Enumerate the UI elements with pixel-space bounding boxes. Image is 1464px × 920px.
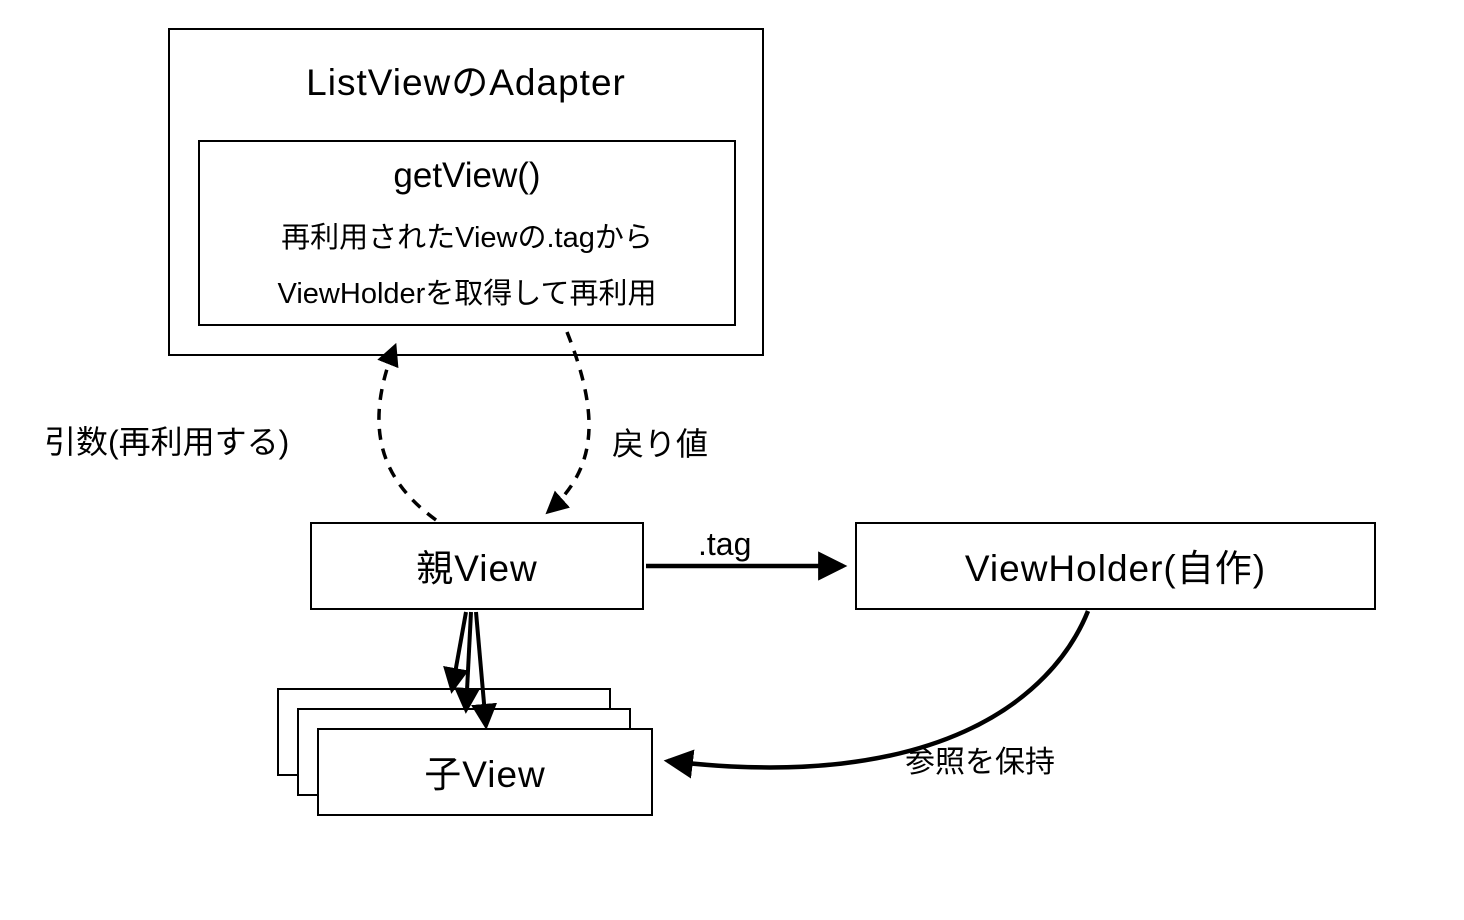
parent-view-label: 親View (416, 547, 538, 589)
child-view-box-front: 子View (317, 728, 653, 816)
getview-title: getView() (393, 156, 541, 195)
parent-view-box: 親View (310, 522, 644, 610)
return-value-arrow-label: 戻り値 (612, 426, 709, 462)
getview-description-line2: ViewHolderを取得して再利用 (277, 278, 657, 310)
return-value-arrow (545, 331, 591, 515)
adapter-box: ListViewのAdapter getView() 再利用されたViewの.t… (168, 28, 764, 356)
viewholder-label: ViewHolder(自作) (964, 547, 1267, 589)
getview-box: getView() 再利用されたViewの.tagから ViewHolderを取… (198, 140, 736, 326)
getview-description-line1: 再利用されたViewの.tagから (281, 222, 653, 254)
tag-arrow-label: .tag (698, 526, 752, 562)
viewholder-box: ViewHolder(自作) (855, 522, 1376, 610)
keep-reference-arrow-label: 参照を保持 (905, 746, 1055, 779)
parent-to-child-arrow-1 (443, 611, 469, 694)
argument-arrow (377, 342, 438, 522)
adapter-box-title: ListViewのAdapter (306, 62, 626, 103)
child-view-label: 子View (424, 753, 546, 795)
argument-arrow-label: 引数(再利用する) (44, 424, 290, 460)
